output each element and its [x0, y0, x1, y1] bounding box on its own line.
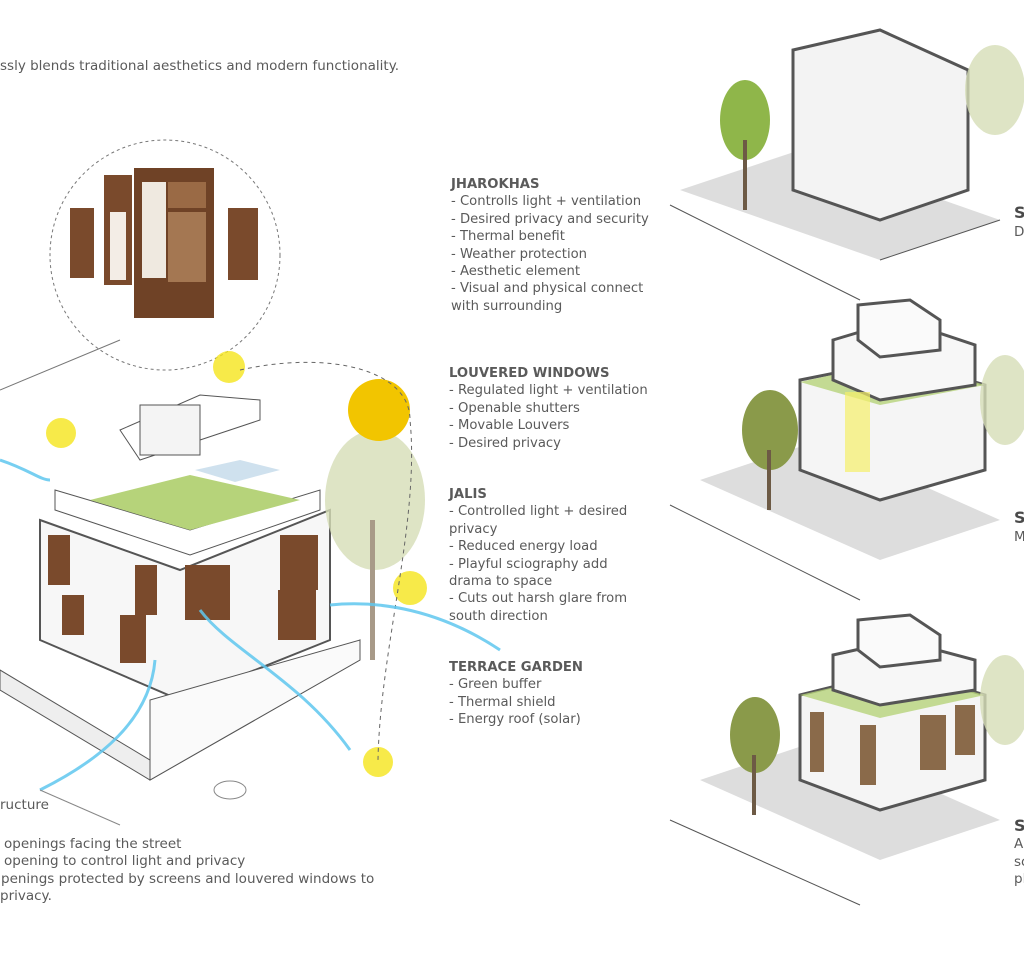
- feature-title: LOUVERED WINDOWS: [449, 366, 610, 381]
- feature-item: - Aesthetic element: [451, 264, 581, 280]
- feature-item: - Reduced energy load: [449, 539, 598, 555]
- feature-item: - Weather protection: [451, 246, 588, 262]
- feature-item: - Controlls light + ventilation: [451, 194, 642, 210]
- feature-item: - Controlled light + desired: [449, 504, 628, 520]
- feature-item: - Green buffer: [449, 677, 542, 693]
- feature-item: - Movable Louvers: [449, 418, 570, 434]
- massing-stage-1: [669, 28, 1024, 301]
- feature-jalis: JALIS - Controlled light + desired priva…: [449, 486, 627, 625]
- feature-item: - Thermal shield: [449, 694, 556, 710]
- tree-icon: [325, 430, 425, 660]
- feature-item: - Energy roof (solar): [449, 712, 581, 728]
- feature-item: - Desired privacy: [449, 435, 561, 451]
- feature-item: drama to space: [449, 574, 553, 590]
- feature-title: JALIS: [449, 487, 487, 502]
- feature-item: privacy: [449, 521, 498, 537]
- feature-item: - Openable shutters: [449, 400, 580, 416]
- stage-text: A: [1014, 836, 1024, 852]
- feature-item: - Cuts out harsh glare from: [449, 591, 628, 607]
- wind-arrows: [0, 458, 501, 792]
- massing-stage-3: [669, 613, 1024, 906]
- feature-item: - Thermal benefit: [451, 229, 565, 245]
- stage-text: M: [1014, 529, 1024, 545]
- feature-title: JHAROKHAS: [451, 177, 540, 192]
- feature-item: - Desired privacy and security: [451, 211, 649, 227]
- feature-terrace-garden: TERRACE GARDEN - Green buffer - Thermal …: [449, 659, 583, 729]
- feature-item: - Visual and physical connect: [451, 281, 644, 297]
- stage-text: pl: [1014, 871, 1024, 887]
- stage-text: sc: [1014, 854, 1024, 870]
- stage-title: S: [1014, 508, 1024, 527]
- compass-icon: [213, 780, 247, 800]
- feature-item: with surrounding: [451, 298, 563, 314]
- sun-icons: [46, 351, 427, 777]
- feature-louvered-windows: LOUVERED WINDOWS - Regulated light + ven…: [449, 365, 648, 452]
- bottom-line: penings protected by screens and louvere…: [1, 871, 375, 887]
- main-building-axonometric: [0, 394, 361, 781]
- left-caption: ructure: [0, 797, 49, 813]
- massing-stage-2: [669, 298, 1024, 601]
- feature-item: - Playful sciography add: [449, 556, 608, 572]
- feature-title: TERRACE GARDEN: [449, 660, 583, 675]
- stage-title: S: [1014, 816, 1024, 835]
- stage-title: S: [1014, 203, 1024, 222]
- feature-item: - Regulated light + ventilation: [449, 383, 648, 399]
- intro-text: ssly blends traditional aesthetics and m…: [0, 58, 400, 74]
- bottom-line: privacy.: [0, 888, 52, 904]
- stage-text: D: [1014, 224, 1024, 240]
- feature-item: south direction: [449, 608, 548, 624]
- jharokha-detail: [49, 139, 281, 371]
- bottom-line: openings facing the street: [4, 836, 182, 852]
- feature-jharokhas: JHAROKHAS - Controlls light + ventilatio…: [451, 176, 649, 315]
- bottom-line: opening to control light and privacy: [4, 853, 246, 869]
